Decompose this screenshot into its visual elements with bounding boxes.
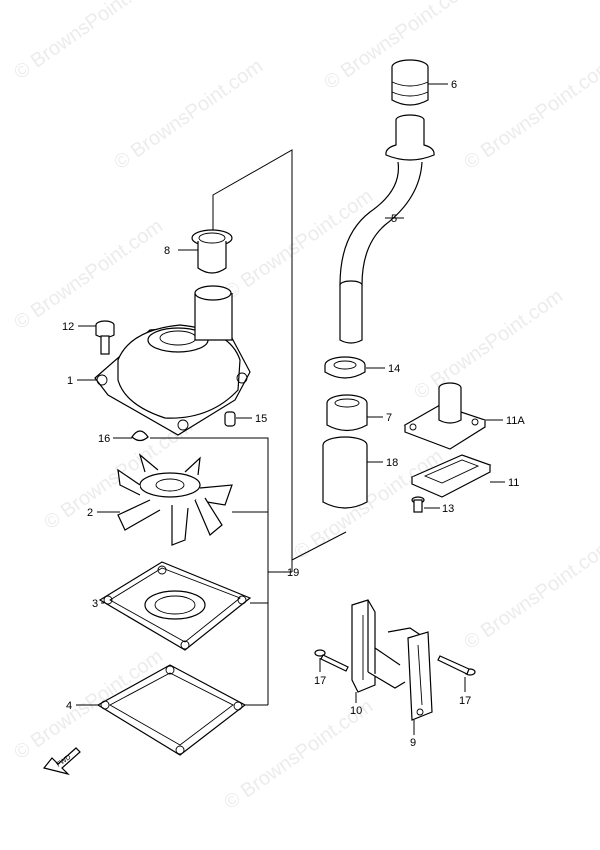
key-part-16[interactable]	[131, 430, 149, 442]
bracket-part-10[interactable]	[351, 599, 406, 693]
watermark-text: © BrownsPoint.com	[10, 215, 167, 334]
bolt-part-12[interactable]	[95, 320, 115, 355]
kit-bracket-19	[150, 149, 347, 705]
callout-6[interactable]: 6	[451, 79, 457, 91]
pump-housing-part-1[interactable]	[94, 285, 251, 436]
screw-part-13[interactable]	[411, 496, 425, 513]
callout-1[interactable]: 1	[67, 375, 73, 387]
screw-part-17-left[interactable]	[314, 649, 349, 672]
cylinder-part-18[interactable]	[322, 436, 368, 509]
water-tube-part-5[interactable]	[339, 114, 435, 344]
callout-17-right[interactable]: 17	[459, 695, 471, 707]
seal-ring-part-14[interactable]	[324, 356, 366, 379]
callout-3[interactable]: 3	[92, 598, 98, 610]
leader-lines	[76, 83, 505, 735]
watermark-text: © BrownsPoint.com	[110, 55, 267, 174]
callout-12[interactable]: 12	[62, 321, 74, 333]
callout-labels: 8 12 1 15 16 2 3 4 19 6 5 14 7 18 11A 11…	[62, 79, 525, 749]
sleeve-part-8[interactable]	[191, 229, 233, 274]
callout-8[interactable]: 8	[164, 245, 170, 257]
callout-11[interactable]: 11	[508, 477, 519, 489]
callout-19[interactable]: 19	[287, 567, 299, 579]
callout-14[interactable]: 14	[388, 363, 400, 375]
bracket-part-9[interactable]	[387, 627, 433, 721]
callout-13[interactable]: 13	[442, 503, 454, 515]
grommet-part-6[interactable]	[391, 59, 429, 106]
wear-plate-part-3[interactable]	[98, 561, 252, 651]
callout-15[interactable]: 15	[255, 413, 267, 425]
callout-10[interactable]: 10	[350, 705, 362, 717]
watermark-text: © BrownsPoint.com	[460, 535, 600, 654]
watermark-text: © BrownsPoint.com	[410, 285, 567, 404]
screw-part-17-right[interactable]	[437, 655, 476, 676]
callout-11a[interactable]: 11A	[506, 415, 525, 427]
callout-18[interactable]: 18	[386, 457, 398, 469]
pin-part-15[interactable]	[224, 411, 236, 427]
watermark-text: © BrownsPoint.com	[290, 445, 447, 564]
impeller-part-2[interactable]	[117, 453, 233, 546]
screen-plate-part-11[interactable]	[410, 454, 492, 498]
grommet-part-7[interactable]	[326, 394, 368, 432]
watermark-text: © BrownsPoint.com	[460, 55, 600, 174]
forward-arrow-icon: FWD	[42, 747, 81, 776]
watermark-text: © BrownsPoint.com	[10, 0, 167, 84]
watermark-layer: © BrownsPoint.com © BrownsPoint.com © Br…	[10, 0, 600, 814]
callout-9[interactable]: 9	[410, 737, 416, 749]
callout-7[interactable]: 7	[386, 412, 392, 424]
callout-17-left[interactable]: 17	[314, 675, 326, 687]
callout-2[interactable]: 2	[87, 507, 93, 519]
callout-16[interactable]: 16	[98, 433, 110, 445]
plate-part-11a[interactable]	[403, 382, 487, 450]
callout-4[interactable]: 4	[66, 700, 72, 712]
callout-5[interactable]: 5	[391, 213, 397, 225]
